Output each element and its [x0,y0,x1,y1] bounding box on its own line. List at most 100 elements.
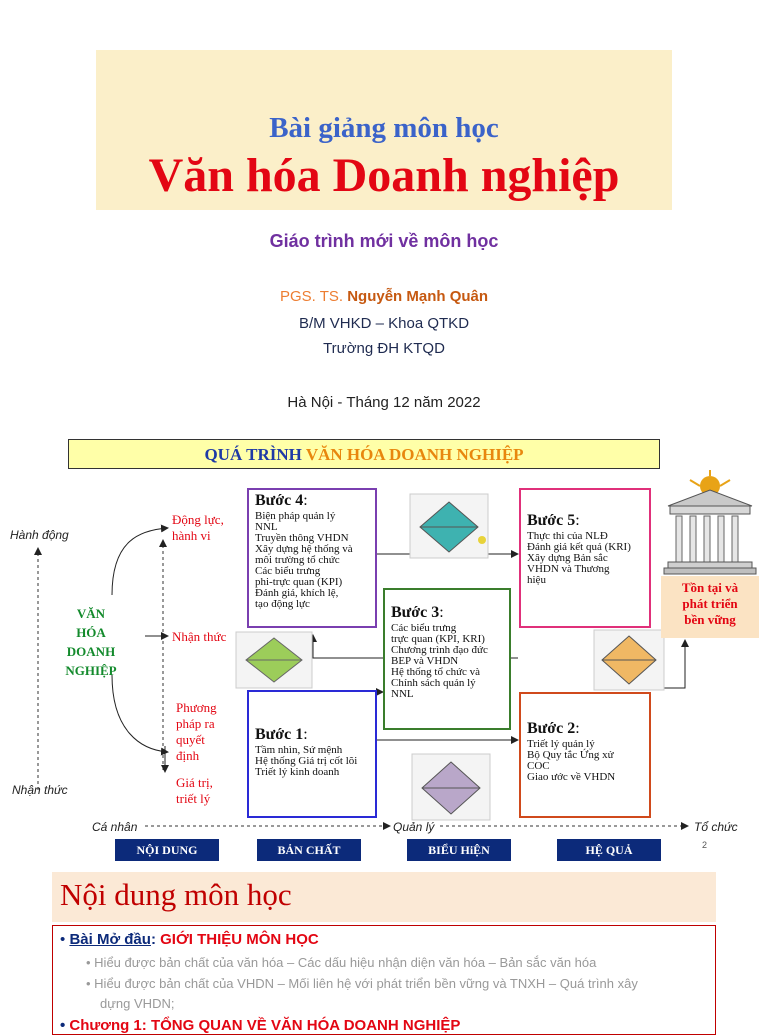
chapter-1-text: Chương 1: TỔNG QUAN VỀ VĂN HÓA DOANH NGH… [69,1017,461,1034]
step-line: Triết lý kinh doanh [255,766,340,778]
step-line: Biện pháp quản lý [255,510,336,522]
sub-bullet-1: • Hiểu được bản chất của văn hóa – Các d… [86,955,597,970]
branch-line: pháp ra [176,716,215,731]
department: B/M VHKD – Khoa QTKD [298,315,470,332]
sub-bullet-text: dựng VHDN; [100,996,175,1011]
diamond-diagram-right [593,629,665,691]
branch-line: Động lực, [172,512,224,527]
step-line: tạo động lực [255,598,310,610]
step-line: VHDN và Thương [527,563,610,575]
branch-motivation: Động lực, hành vi [172,512,224,544]
author-name: Nguyễn Mạnh Quân [347,288,489,305]
step-3-box: Bước 3: Các biểu trưng trực quan (KPI, K… [383,588,511,730]
branch-line: triết lý [176,791,211,806]
diamond-diagram-bottom [411,753,491,821]
branch-values: Giá trị, triết lý [176,775,213,807]
branch-line: Giá trị, [176,775,213,790]
step-5-box: Bước 5: Thực thi của NLĐ Đánh giá kết qu… [519,488,651,628]
section-title: Nội dung môn học [60,877,292,912]
process-title: QUÁ TRÌNH VĂN HÓA DOANH NGHIỆP [68,439,660,469]
intro-colon: : [150,931,156,948]
step-line: Xây dựng Bản sắc [527,552,608,564]
step-line: trực quan (KPI, KRI) [391,633,485,645]
step-line: BEP và VHDN [391,655,459,667]
course-title: Văn hóa Doanh nghiệp [148,149,620,202]
school: Trường ĐH KTQD [323,340,445,357]
step-line: Chính sách quản lý [391,677,476,689]
bullet-intro: • Bài Mở đầu: GIỚI THIỆU MÔN HỌC [60,931,319,948]
step-line: Truyền thông VHDN [255,532,349,544]
center-label-line: NGHIỆP [65,663,117,678]
branch-line: định [176,748,200,763]
sustainability-label: Tồn tại và phát triển bền vững [661,576,759,638]
consequence-button[interactable]: HỆ QUẢ [557,839,661,861]
brace-top [111,524,169,596]
step-line: Xây dựng hệ thống và [255,543,353,555]
step-heading: Bước 3: [391,604,444,621]
page-number: 2 [702,840,708,850]
sustain-line: Tồn tại và [681,580,739,595]
diamond-diagram-top [409,493,489,559]
axis-label-individual: Cá nhân [92,820,138,834]
bullet-marker: • [60,931,66,948]
corporate-culture-label: VĂN HÓA DOANH NGHIỆP [62,604,120,680]
step-heading: Bước 2: [527,720,580,737]
lecture-heading: Bài giảng môn học [269,112,499,144]
step-heading: Bước 1: [255,726,308,743]
sub-bullet-text: Hiểu được bản chất của VHDN – Mối liên h… [94,976,638,991]
bullet-chapter-1: • Chương 1: TỔNG QUAN VỀ VĂN HÓA DOANH N… [60,1017,461,1034]
branch-line: hành vi [172,528,211,543]
content-button[interactable]: NỘI DUNG [115,839,219,861]
branch-line: Phương [176,700,217,715]
intro-link[interactable]: Bài Mở đầu [69,931,151,948]
center-label-line: DOANH [66,644,116,659]
branch-awareness: Nhận thức [172,629,227,644]
date-line: Hà Nội - Tháng 12 năm 2022 [287,394,481,411]
process-title-part1: QUÁ TRÌNH [204,445,302,464]
sub-bullet-text: Hiểu được bản chất của văn hóa – Các dấu… [94,955,597,970]
sustain-line: phát triển [682,596,738,611]
step-line: phi-trực quan (KPI) [255,576,343,588]
step-line: Bộ Quy tắc Ứng xử [527,749,614,761]
author-line: PGS. TS. Nguyễn Mạnh Quân [0,288,768,305]
temple-icon [663,470,757,575]
step-line: Các biểu trưng [255,565,321,577]
center-label-line: HÓA [76,625,106,640]
step-line: NNL [255,521,278,533]
step-line: Chương trình đạo đức [391,644,488,656]
step-heading: Bước 5: [527,512,580,529]
nature-button[interactable]: BẢN CHẤT [257,839,361,861]
sustain-line: bền vững [684,612,736,627]
branch-decision-method: Phương pháp ra quyết định [176,700,217,764]
step-line: Các biểu trưng [391,622,457,634]
step-heading: Bước 4: [255,492,308,509]
step-line: COC [527,760,550,772]
step-line: Giao ước về VHDN [527,771,616,783]
axis-label-management: Quản lý [393,820,435,834]
axis-label-awareness: Nhận thức [12,783,68,797]
section-title-bar [52,872,716,922]
center-label-line: VĂN [76,606,106,621]
branch-line: quyết [176,732,205,747]
brace-bottom [111,674,169,756]
step-line: môi trường tổ chức [255,554,340,566]
step-line: NNL [391,688,414,700]
author-title: PGS. TS. [279,288,344,305]
step-line: Đánh giá, khích lệ, [255,587,339,599]
diamond-diagram-left [235,631,313,689]
intro-title: GIỚI THIỆU MÔN HỌC [160,931,319,948]
step-1-box: Bước 1: Tầm nhìn, Sứ mệnh Hệ thống Giá t… [247,690,377,818]
step-line: Triết lý quản lý [527,738,595,750]
step-line: Tầm nhìn, Sứ mệnh [255,744,343,756]
step-line: hiệu [527,574,546,586]
manifestation-button[interactable]: BIỂU HiỆN [407,839,511,861]
subtitle: Giáo trình mới về môn học [269,231,499,251]
step-line: Đánh giá kết quả (KRI) [527,541,631,553]
axis-label-action: Hành động [10,528,69,542]
step-line: Hệ thống tổ chức và [391,666,481,678]
step-4-box: Bước 4: Biện pháp quản lý NNL Truyền thô… [247,488,377,628]
title-banner [96,50,672,210]
step-line: Thực thi của NLĐ [527,530,608,542]
sub-bullet-2: • Hiểu được bản chất của VHDN – Mối liên… [86,976,638,1011]
step-line: Hệ thống Giá trị cốt lõi [255,755,358,767]
